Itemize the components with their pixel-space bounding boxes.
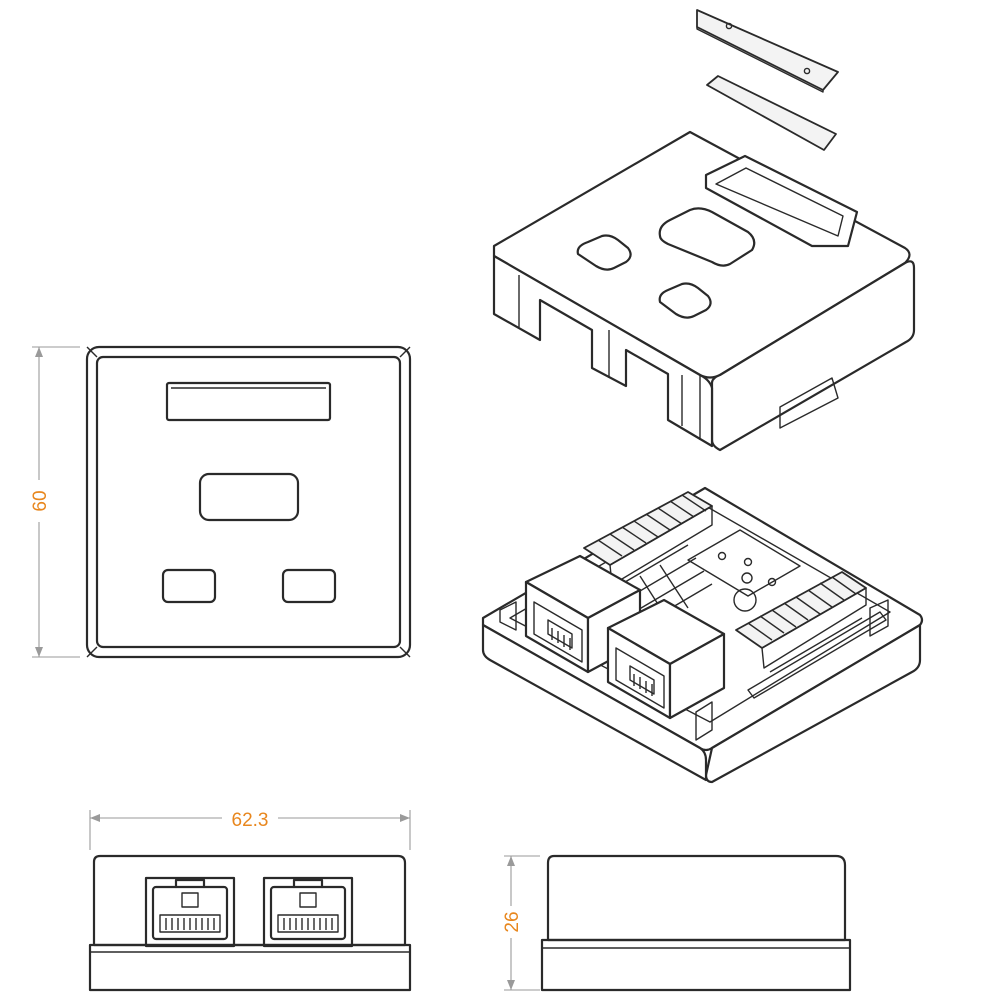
base-isometric <box>481 486 924 784</box>
rj45-port-left <box>144 876 236 948</box>
label-window <box>165 381 332 422</box>
dimension-width-bottom: 62.3 <box>89 806 411 850</box>
rj45-port-right <box>262 876 354 948</box>
side-view <box>540 854 852 992</box>
dimension-label-26: 26 <box>502 911 523 932</box>
front-ports-view <box>88 854 412 992</box>
front-view <box>85 345 412 659</box>
dimension-label-60: 60 <box>30 490 51 511</box>
idc-block-right <box>735 571 867 669</box>
center-window <box>198 472 300 522</box>
label-strip-insert <box>706 75 837 151</box>
left-window <box>161 568 217 604</box>
right-window <box>281 568 337 604</box>
dimension-depth-side: 26 <box>500 855 540 991</box>
dimension-height-front: 60 <box>27 346 80 658</box>
cover-isometric <box>492 130 916 452</box>
dimension-label-62-3: 62.3 <box>232 810 269 831</box>
label-strip-plate <box>696 9 839 93</box>
rj45-jack-right-iso <box>606 598 726 720</box>
